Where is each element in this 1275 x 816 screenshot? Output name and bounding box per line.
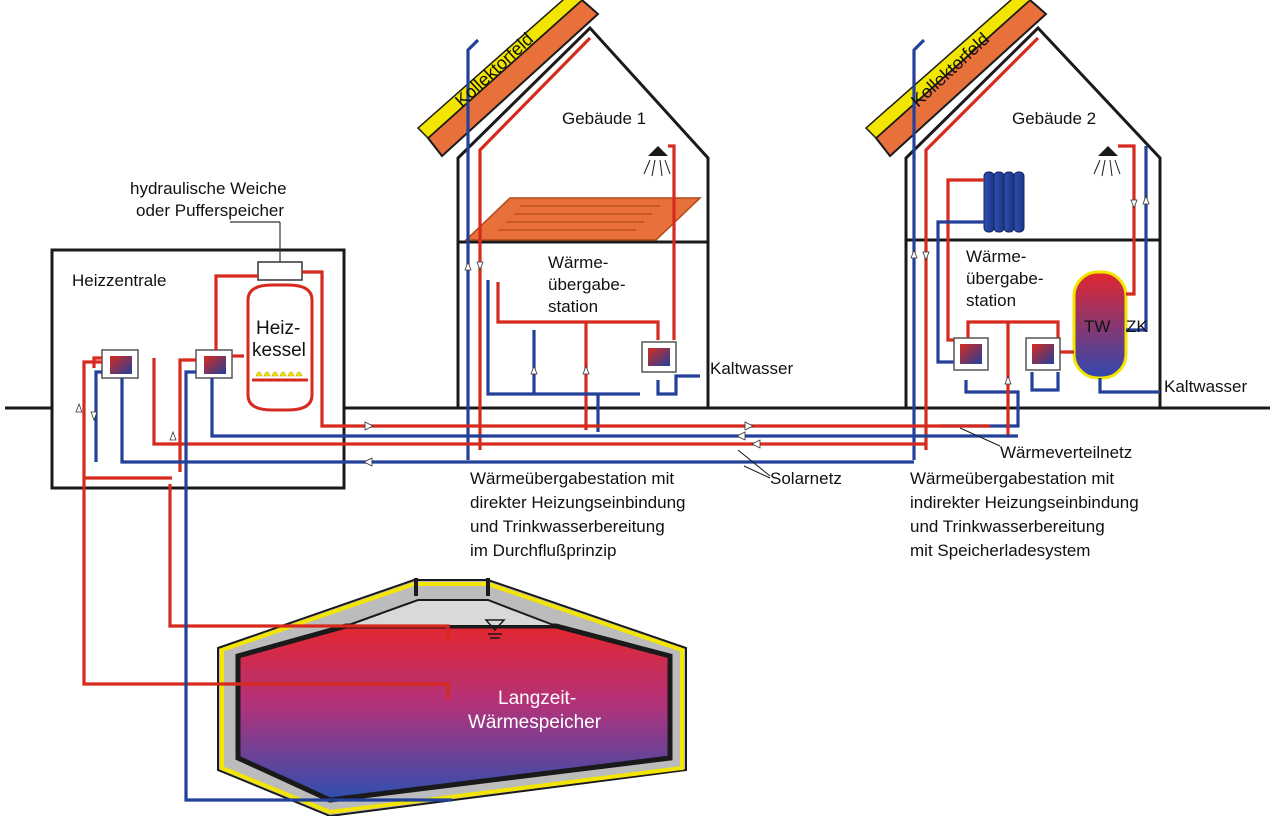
direct-station-label-3: und Trinkwasserbereitung: [470, 517, 665, 536]
heat-exchanger-2: [195, 349, 233, 379]
heat-exchanger-4: [953, 337, 989, 371]
tw-label: TW: [1084, 317, 1110, 336]
heat-exchanger-5: [1025, 337, 1061, 371]
shower-icon: [1093, 146, 1121, 177]
speicher-label-2: Wärmespeicher: [468, 712, 602, 733]
heizzentrale-label: Heizzentrale: [72, 271, 167, 290]
direct-station-label-4: im Durchflußprinzip: [470, 541, 616, 560]
gebaeude-2: [864, 0, 1162, 460]
station-2-label-2: übergabe-: [966, 269, 1044, 288]
hydraulische-weiche: [257, 261, 303, 281]
heizkessel-label-1: Heiz-: [256, 318, 300, 339]
station-1-label-1: Wärme-: [548, 253, 608, 272]
heat-exchanger-3: [641, 341, 677, 373]
gebaeude-2-label: Gebäude 2: [1012, 109, 1096, 128]
verteilnetz-pipes: [360, 424, 1018, 464]
langzeit-waermespeicher: [82, 478, 687, 816]
indirect-station-label-4: mit Speicherladesystem: [910, 541, 1090, 560]
flame-icon: [255, 371, 303, 377]
floor-heating-1: [464, 197, 702, 241]
kollektorfeld-1: [416, 0, 600, 158]
kaltwasser-2-label: Kaltwasser: [1164, 377, 1247, 396]
direct-station-label-2: direkter Heizungseinbindung: [470, 493, 685, 512]
station-1-label-3: station: [548, 297, 598, 316]
heizzentrale: [50, 221, 380, 490]
hydraulische-weiche-label-1: hydraulische Weiche: [130, 179, 287, 198]
direct-station-label-1: Wärmeübergabestation mit: [470, 469, 674, 488]
flow-arrows: [75, 194, 1150, 467]
gebaeude-1-label: Gebäude 1: [562, 109, 646, 128]
kollektorfeld-2: [864, 0, 1048, 158]
indirect-station-label-1: Wärmeübergabestation mit: [910, 469, 1114, 488]
radiator: [983, 171, 1025, 233]
zk-label: ZK: [1126, 317, 1148, 336]
speicher-label-1: Langzeit-: [498, 688, 576, 709]
indirect-station-label-2: indirekter Heizungseinbindung: [910, 493, 1139, 512]
station-2-label-1: Wärme-: [966, 247, 1026, 266]
station-1-label-2: übergabe-: [548, 275, 626, 294]
shower-icon: [643, 146, 671, 177]
solarnetz-label: Solarnetz: [770, 469, 842, 488]
heat-exchanger-1: [101, 349, 139, 379]
kaltwasser-1-label: Kaltwasser: [710, 359, 793, 378]
gebaeude-1: [416, 0, 710, 460]
hydraulische-weiche-label-2: oder Pufferspeicher: [136, 201, 284, 220]
indirect-station-label-3: und Trinkwasserbereitung: [910, 517, 1105, 536]
station-2-label-3: station: [966, 291, 1016, 310]
waermeverteilnetz-label: Wärmeverteilnetz: [1000, 443, 1132, 462]
heizkessel-label-2: kessel: [252, 340, 306, 361]
